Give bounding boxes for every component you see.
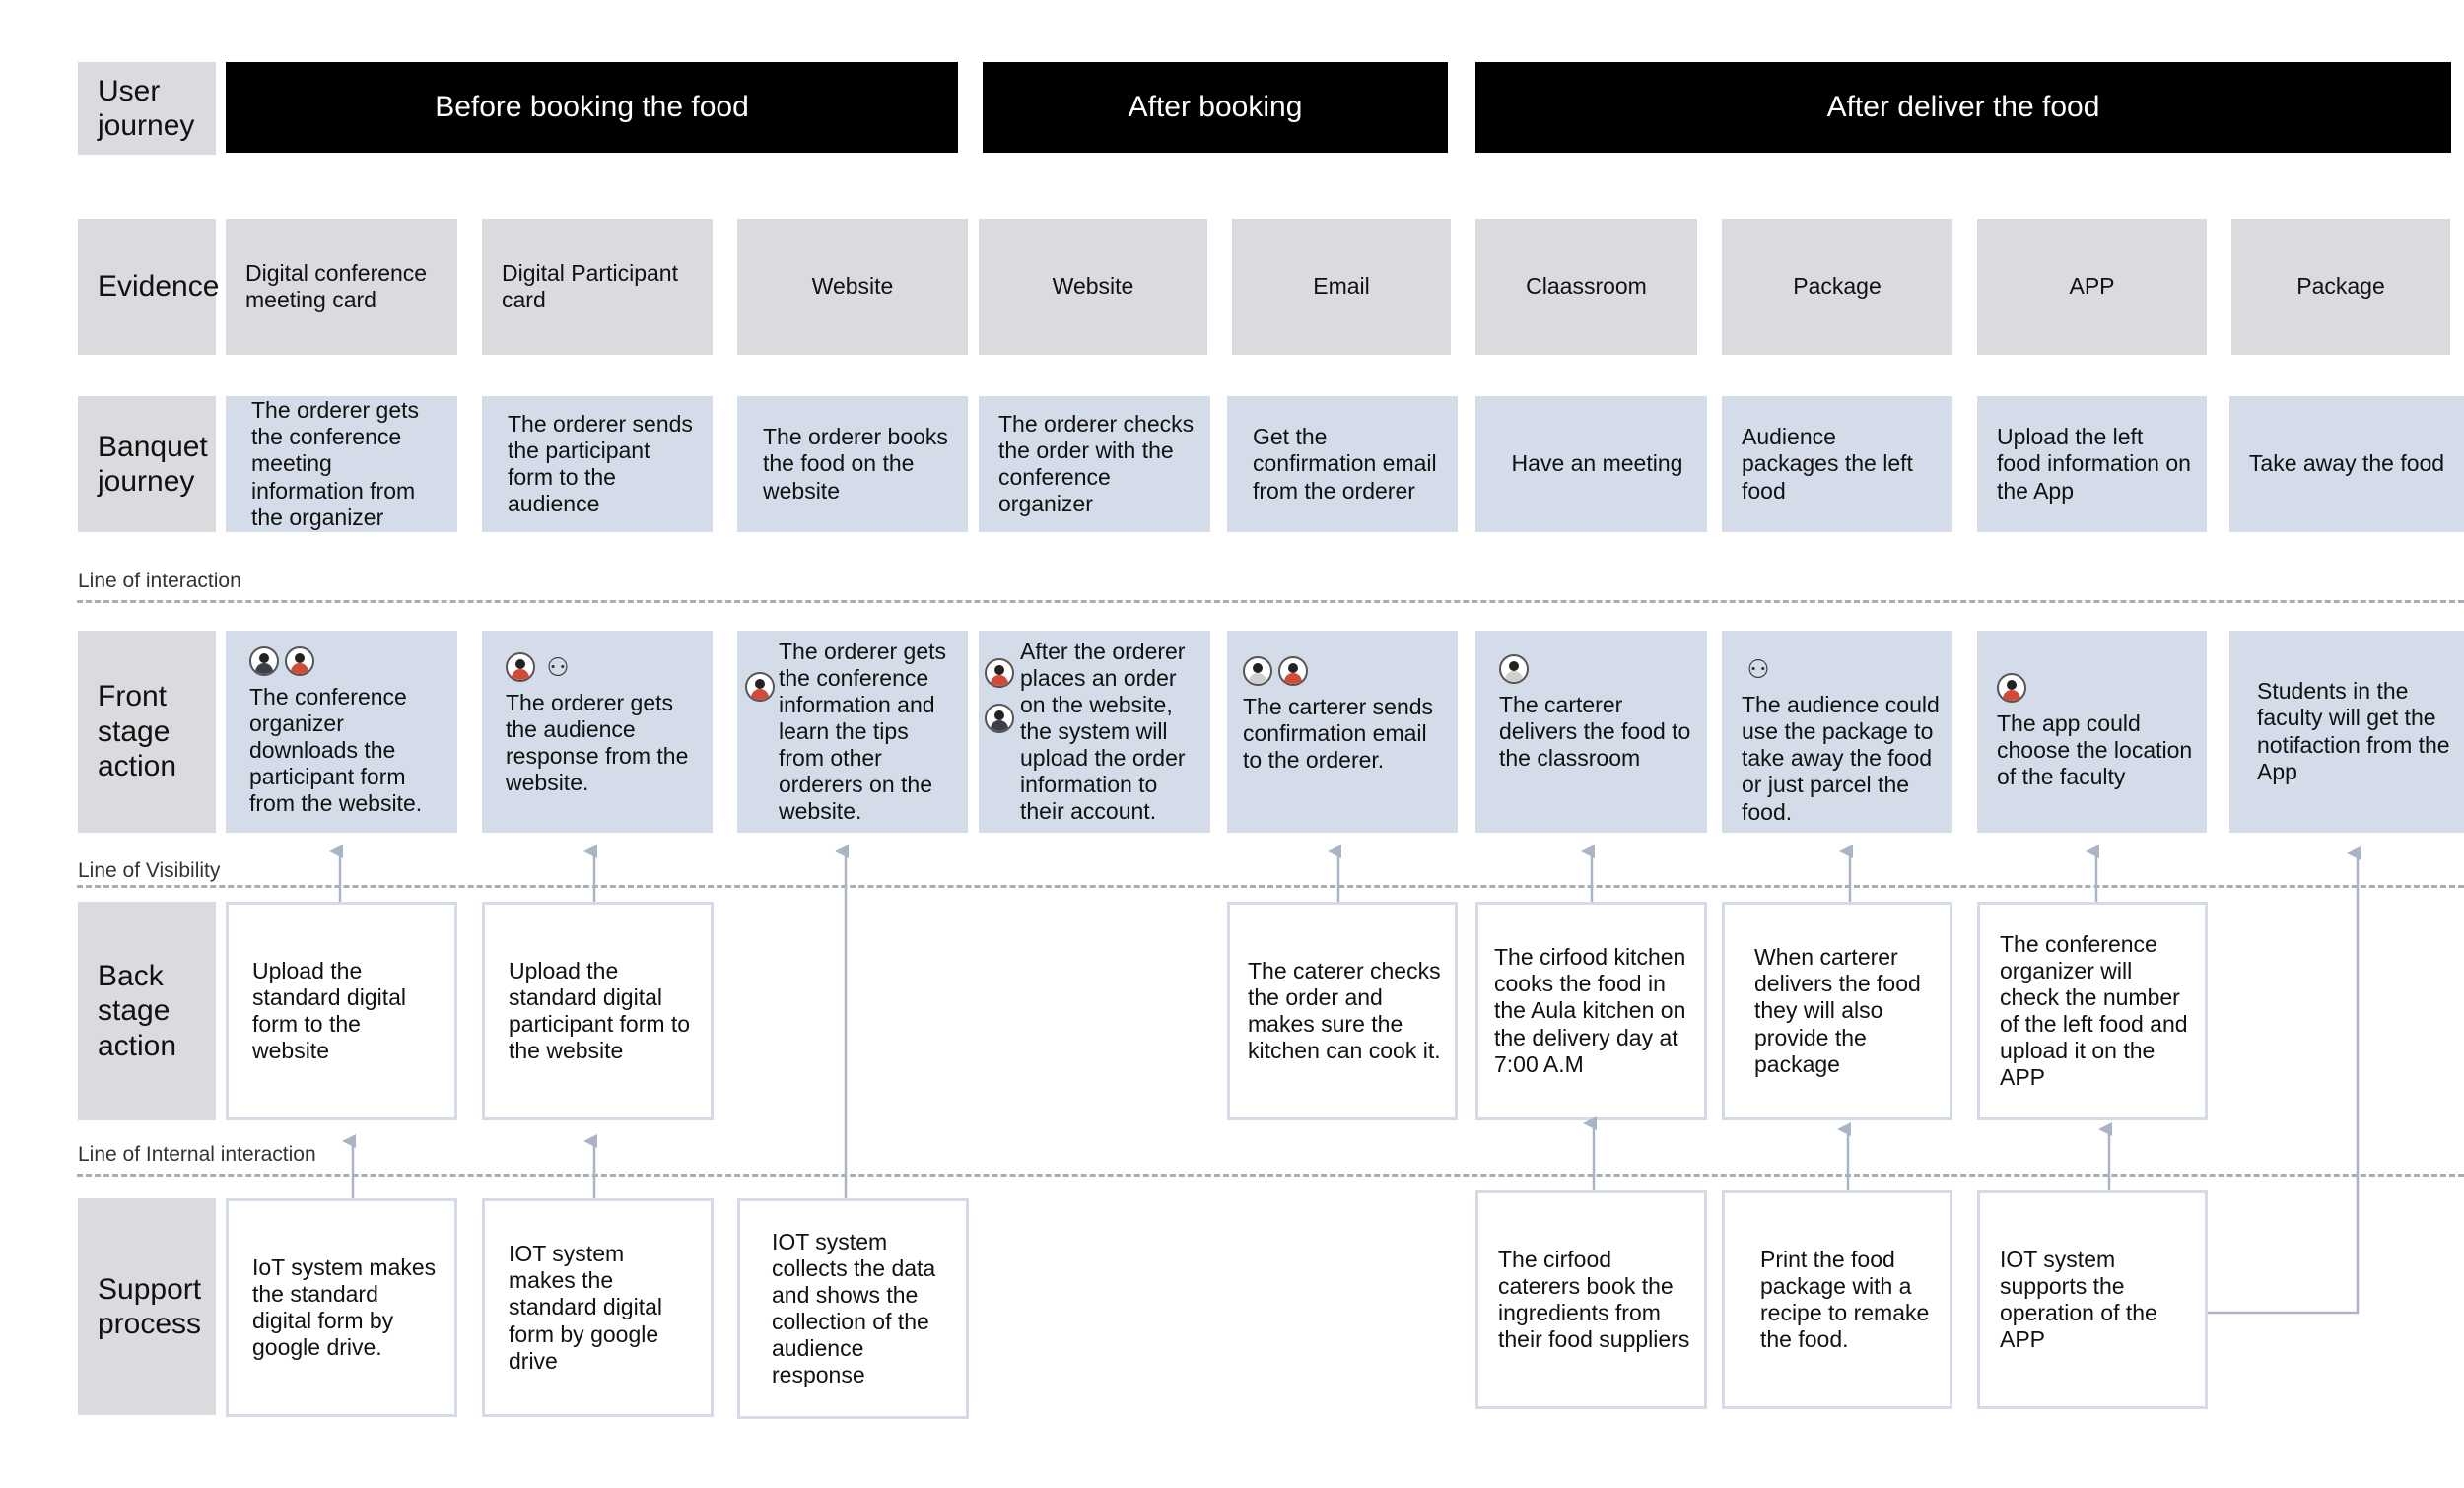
banquet-step: The orderer checks the order with the co… (979, 396, 1210, 532)
row-label-support-process: Support process (78, 1198, 216, 1415)
evidence-card: Digital Participant card (482, 219, 713, 355)
front-stage-action: Students in the faculty will get the not… (2229, 631, 2464, 833)
support-process: IoT system makes the standard digital fo… (226, 1198, 457, 1417)
front-stage-text: Students in the faculty will get the not… (2257, 678, 2450, 784)
front-stage-action: After the orderer places an order on the… (979, 631, 1210, 833)
line-of-internal-interaction-label: Line of Internal interaction (78, 1143, 316, 1166)
row-label-banquet-journey: Banquet journey (78, 396, 216, 532)
front-stage-action: The carterer sends confirmation email to… (1227, 631, 1458, 833)
phase-header-after-deliver: After deliver the food (1475, 62, 2451, 153)
person-red-icon (745, 671, 775, 702)
line-of-visibility (77, 885, 2464, 888)
back-stage-action: Upload the standard digital participant … (482, 902, 714, 1120)
support-process: IOT system collects the data and shows t… (737, 1198, 969, 1419)
support-process: The cirfood caterers book the ingredient… (1475, 1190, 1707, 1409)
line-of-visibility-label: Line of Visibility (78, 859, 221, 882)
person-dark-icon (249, 645, 279, 676)
front-stage-text: The audience could use the package to ta… (1742, 692, 1940, 825)
front-stage-text: After the orderer places an order on the… (1020, 638, 1186, 825)
banquet-step: The orderer sends the participant form t… (482, 396, 713, 532)
support-process: IOT system supports the operation of the… (1977, 1190, 2208, 1409)
banquet-step: Get the confirmation email from the orde… (1227, 396, 1458, 532)
front-stage-action: The orderer gets the conference informat… (737, 631, 968, 833)
group-icon: ⚇ (546, 652, 570, 682)
front-stage-action: ⚇ The orderer gets the audience response… (482, 631, 713, 833)
evidence-card: Email (1232, 219, 1451, 355)
row-label-front-stage: Front stage action (78, 631, 216, 833)
phase-header-before-booking: Before booking the food (226, 62, 958, 153)
back-stage-action: When carterer delivers the food they wil… (1722, 902, 1952, 1120)
banquet-step: Upload the left food information on the … (1977, 396, 2207, 532)
evidence-card: Claassroom (1475, 219, 1697, 355)
front-stage-action: The carterer delivers the food to the cl… (1475, 631, 1707, 833)
banquet-step: The orderer gets the conference meeting … (226, 396, 457, 532)
line-of-internal-interaction (77, 1174, 2464, 1177)
person-light-icon (1499, 654, 1529, 684)
person-red-icon (285, 645, 314, 676)
support-process: IOT system makes the standard digital fo… (482, 1198, 714, 1417)
banquet-step: Take away the food (2229, 396, 2464, 532)
front-stage-text: The carterer sends confirmation email to… (1243, 694, 1434, 774)
arrow-app-to-students (2208, 846, 2361, 1315)
line-of-interaction-label: Line of interaction (78, 570, 241, 592)
front-stage-action: The conference organizer downloads the p… (226, 631, 457, 833)
front-stage-action: The app could choose the location of the… (1977, 631, 2207, 833)
banquet-step: The orderer books the food on the websit… (737, 396, 968, 532)
evidence-card: Package (1722, 219, 1952, 355)
front-stage-text: The app could choose the location of the… (1997, 710, 2193, 790)
person-red-icon (985, 657, 1014, 688)
back-stage-action: The cirfood kitchen cooks the food in th… (1475, 902, 1707, 1120)
front-stage-text: The conference organizer downloads the p… (249, 683, 423, 817)
back-stage-action: The conference organizer will check the … (1977, 902, 2208, 1120)
row-label-evidence: Evidence (78, 219, 219, 355)
back-stage-action: The caterer checks the order and makes s… (1227, 902, 1458, 1120)
evidence-card: Website (979, 219, 1207, 355)
group-icon: ⚇ (1746, 654, 1770, 684)
evidence-card: Digital conference meeting card (226, 219, 457, 355)
front-stage-action: ⚇ The audience could use the package to … (1722, 631, 1952, 833)
person-light-icon (1243, 656, 1272, 686)
phase-header-after-booking: After booking (983, 62, 1448, 153)
banquet-step: Audience packages the left food (1722, 396, 1952, 532)
person-dark-icon (985, 703, 1014, 733)
front-stage-text: The orderer gets the audience response f… (506, 690, 689, 796)
evidence-card: APP (1977, 219, 2207, 355)
front-stage-text: The carterer delivers the food to the cl… (1499, 692, 1691, 772)
support-process: Print the food package with a recipe to … (1722, 1190, 1952, 1409)
back-stage-action: Upload the standard digital form to the … (226, 902, 457, 1120)
line-of-interaction (77, 600, 2464, 603)
person-red-icon (506, 652, 535, 682)
row-label-user-journey: User journey (78, 62, 216, 155)
row-label-back-stage: Back stage action (78, 902, 216, 1120)
person-red-icon (1278, 656, 1308, 686)
banquet-step: Have an meeting (1475, 396, 1707, 532)
person-red-icon (1997, 672, 2026, 703)
evidence-card: Package (2231, 219, 2450, 355)
evidence-card: Website (737, 219, 968, 355)
front-stage-text: The orderer gets the conference informat… (779, 638, 947, 825)
